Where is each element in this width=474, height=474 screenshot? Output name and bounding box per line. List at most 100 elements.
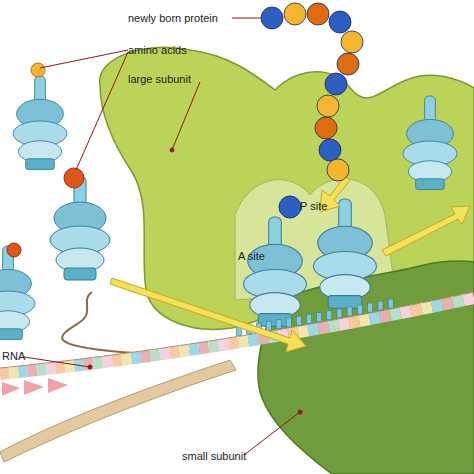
part-label: small subunit [182, 450, 246, 463]
mrna-segment [453, 300, 464, 302]
trna [0, 246, 35, 340]
amino-acid-bead [329, 11, 351, 33]
mrna-edge [463, 292, 474, 294]
trna-anticodon [26, 159, 55, 170]
mrna-edge [421, 301, 431, 303]
tan-ribbon [0, 360, 236, 462]
amino-acid-bead [337, 53, 359, 75]
mrna-edge [150, 348, 160, 349]
protein-chain [261, 3, 363, 181]
mrna-segment [380, 315, 390, 317]
mrna-segment [432, 305, 442, 307]
mrna-segment [209, 346, 219, 348]
mrna-edge [131, 351, 141, 352]
trna [314, 199, 377, 308]
codon-tooth [286, 318, 291, 327]
trna-anticodon [416, 179, 445, 190]
amino-acid-bead [341, 31, 363, 53]
mrna-edge [141, 350, 151, 351]
mrna-segment [37, 369, 46, 370]
leader-lines [24, 18, 302, 455]
codon-tooth [266, 321, 271, 330]
trna [13, 76, 67, 170]
mrna-segment [390, 313, 400, 315]
trna-group [0, 76, 457, 340]
mrna-segment [199, 347, 209, 349]
mrna-edge [74, 359, 83, 360]
part-label: newly born protein [128, 12, 218, 25]
part-label: A site [238, 250, 265, 263]
mrna-edge [160, 347, 170, 348]
codon-tooth [368, 303, 373, 312]
trna-stem [269, 217, 282, 249]
amino-acid-bead [325, 73, 347, 95]
mrna-segment [141, 356, 151, 357]
mrna-segment [28, 370, 37, 371]
mrna-segment [0, 367, 9, 380]
mrna-segment [103, 361, 113, 362]
mrna-segment [18, 365, 27, 378]
pink-arrows [2, 378, 68, 396]
codon-tooth [378, 301, 383, 310]
trna [50, 176, 110, 280]
mrna-segment [308, 329, 318, 331]
codon-tooth [306, 314, 311, 323]
mrna-segment [359, 319, 369, 321]
mrna-edge [18, 365, 27, 367]
mrna-segment [93, 362, 102, 363]
part-label: amino acids [128, 44, 187, 57]
mrna-segment [84, 363, 93, 364]
mrna-edge [46, 362, 55, 363]
amino-acid-bead [319, 139, 341, 161]
mrna-segment [370, 317, 380, 319]
mrna-edge [122, 352, 132, 353]
mrna-edge [112, 354, 122, 355]
mrna-segment [349, 321, 359, 323]
codon-tooth [357, 305, 362, 314]
trna-stem [425, 96, 436, 123]
mrna-segment [442, 302, 453, 304]
mrna-segment [329, 325, 339, 327]
trna [403, 96, 457, 190]
mrna-segment [258, 337, 268, 339]
mrna-segment [160, 353, 170, 354]
mrna-edge [179, 344, 189, 345]
mrna-edge [189, 343, 199, 344]
move-arrows [110, 176, 470, 352]
mrna-edge [432, 299, 442, 301]
mrna-segment [411, 309, 421, 311]
amino-acid-bead [284, 3, 306, 25]
codon-tooth [347, 307, 352, 316]
mrna-segment [219, 344, 229, 346]
amino-acid-bead [317, 95, 339, 117]
mrna-segment [170, 352, 180, 353]
mrna-edge [411, 303, 421, 305]
trna-stem [35, 76, 46, 103]
mrna-segment [401, 311, 411, 313]
part-label: large subunit [128, 73, 191, 86]
trna-anticodon [0, 329, 22, 340]
mrna-edge [84, 357, 93, 358]
mrna-edge [9, 366, 18, 368]
mrna-edge [209, 340, 219, 342]
amino-acid-bead [327, 159, 349, 181]
mrna-segment [56, 367, 65, 368]
mrna-segment [179, 350, 189, 351]
mrna-strand [0, 292, 474, 374]
mrna-edge [93, 356, 102, 357]
amino-acid-bead [315, 117, 337, 139]
mrna-segment [463, 298, 474, 300]
mrna-segment [298, 330, 308, 332]
mrna-edge [170, 346, 180, 347]
mrna-segment [150, 354, 160, 355]
mrna-segment [229, 342, 239, 344]
trna-anticodon [328, 296, 362, 309]
mrna-segment [238, 341, 248, 343]
mrna-segment [339, 323, 349, 325]
trna-stem [339, 199, 352, 231]
mrna-segment [112, 360, 122, 361]
amino-acid-bead [307, 3, 329, 25]
mrna-edge [229, 336, 239, 338]
